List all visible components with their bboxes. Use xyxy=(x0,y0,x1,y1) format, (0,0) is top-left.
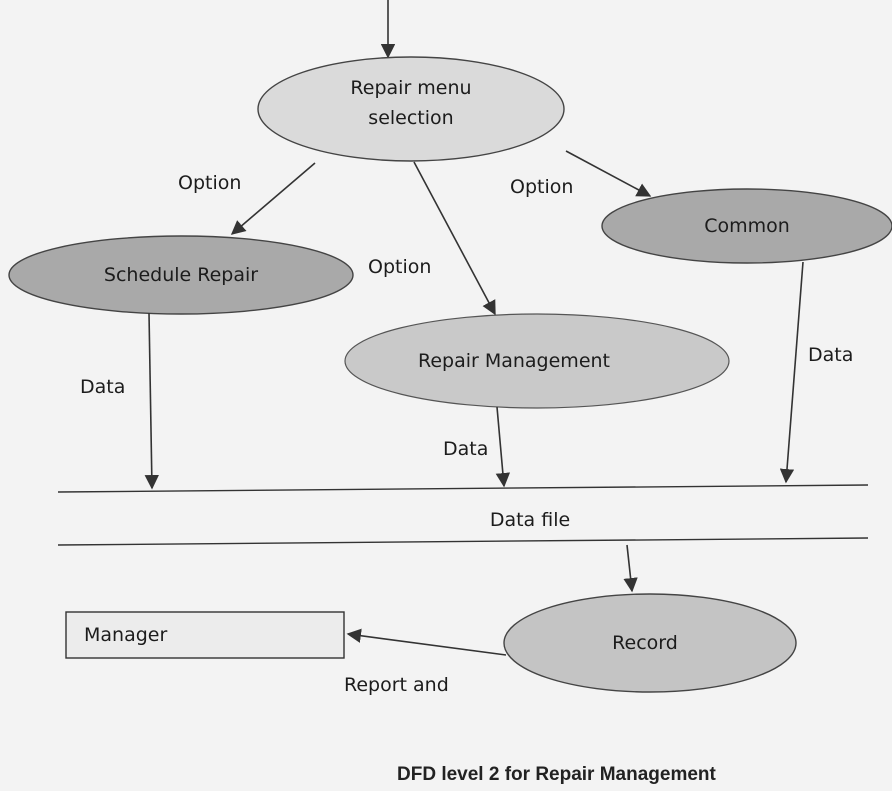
report-label: Report and xyxy=(344,674,449,696)
schedule-repair-label: Schedule Repair xyxy=(103,264,259,286)
manager-label: Manager xyxy=(84,624,168,646)
schedule-repair-process xyxy=(8,235,354,315)
record-label: Record xyxy=(612,632,678,654)
flow-schedule-to-datafile xyxy=(144,312,159,490)
repair-menu-selection-process xyxy=(257,56,565,162)
data-file-top-line xyxy=(57,484,869,493)
option-middle-label: Option xyxy=(368,256,432,278)
data-file-bottom-line xyxy=(57,537,869,546)
flow-record-to-manager xyxy=(346,628,507,656)
flow-menu-to-schedule xyxy=(230,162,316,235)
common-process xyxy=(601,188,892,264)
manager-entity-box xyxy=(65,611,345,659)
repair-menu-label-line2: selection xyxy=(368,107,454,129)
flow-management-to-datafile xyxy=(495,406,511,488)
data-common-label: Data xyxy=(808,344,854,366)
flow-datafile-to-record xyxy=(623,544,638,593)
option-right-label: Option xyxy=(510,176,574,198)
repair-menu-label-line1: Repair menu xyxy=(350,77,472,99)
repair-menu-selection-label: Repair menu selection xyxy=(311,73,511,133)
flow-menu-to-common xyxy=(565,150,652,197)
data-schedule-label: Data xyxy=(80,376,126,398)
common-label: Common xyxy=(704,215,790,237)
repair-management-label: Repair Management xyxy=(417,350,611,372)
repair-management-process xyxy=(344,313,730,409)
record-process xyxy=(503,593,797,693)
flow-common-to-datafile xyxy=(779,261,804,484)
diagram-caption: DFD level 2 for Repair Management xyxy=(397,764,716,785)
data-file-label: Data file xyxy=(489,509,571,531)
flow-menu-to-management xyxy=(413,161,496,316)
option-left-label: Option xyxy=(178,172,242,194)
data-management-label: Data xyxy=(443,438,489,460)
